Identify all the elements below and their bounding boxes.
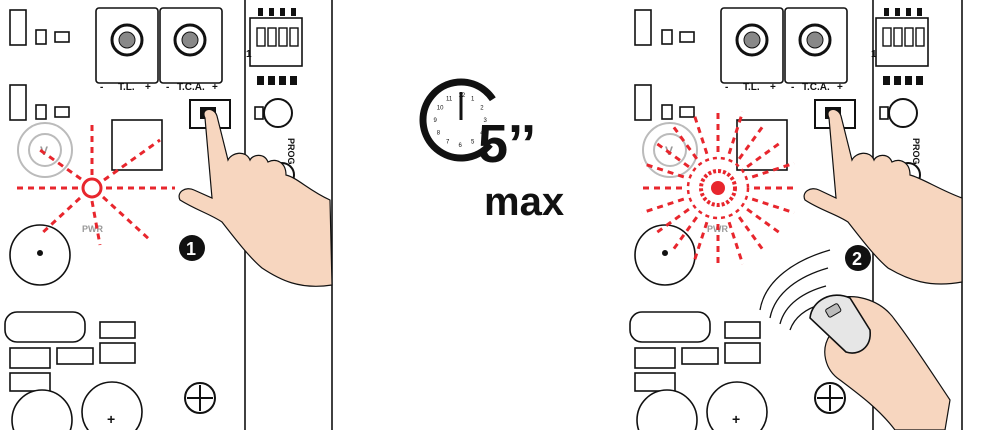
component-block [635, 85, 651, 120]
led-blinking [83, 179, 101, 197]
capacitor [5, 312, 85, 342]
component-block [635, 10, 651, 45]
hand-pressing [804, 109, 962, 284]
component-block [725, 343, 760, 363]
buzzer-hole [37, 250, 43, 256]
prog-button-round [889, 99, 917, 127]
component-block [57, 348, 93, 364]
component-block [10, 85, 26, 120]
component-block [100, 343, 135, 363]
battery-plus: + [732, 411, 740, 427]
capacitor [630, 312, 710, 342]
clock-number: 11 [446, 96, 453, 102]
component-block [55, 32, 69, 42]
dip-switch-label: 1 [871, 49, 877, 60]
led-light-ray [729, 222, 743, 264]
component-block [10, 10, 26, 45]
component-block [100, 322, 135, 338]
component-block [662, 30, 672, 44]
trimmer-tl-plus: + [770, 82, 776, 93]
battery [637, 390, 697, 430]
trimmer-tl-label: T.L. [118, 82, 135, 93]
component-block [880, 107, 888, 119]
led-light-ray [739, 217, 765, 253]
component-block [680, 107, 694, 117]
trimmer-tl-minus: - [725, 82, 728, 93]
trimmer-tca-label: T.C.A. [177, 82, 205, 93]
component-block [662, 105, 672, 119]
trimmer-tca-core [807, 32, 823, 48]
trimmer-tl-plus: + [145, 82, 151, 93]
led-light-ray [747, 209, 783, 235]
relay-block [112, 120, 162, 170]
led-light-ray [693, 222, 707, 264]
component-block [635, 348, 675, 368]
trimmer-tl-core [119, 32, 135, 48]
step-number: 2 [852, 249, 862, 269]
component-block [36, 30, 46, 44]
prog-label: PROG [911, 138, 921, 165]
buzzer-hole [662, 250, 668, 256]
led-light-ray [739, 123, 765, 159]
trimmer-tca-plus: + [212, 82, 218, 93]
led-light-ray [752, 199, 794, 213]
led-light-ray [729, 112, 743, 154]
trimmer-tl-label: T.L. [743, 82, 760, 93]
battery-plus: + [107, 411, 115, 427]
panel-1: - T.L. + - T.C.A. + 1 PROG V PWR [5, 0, 332, 430]
prog-button-round [264, 99, 292, 127]
trimmer-tca-core [182, 32, 198, 48]
trimmer-tca-label: T.C.A. [802, 82, 830, 93]
clock-number: 12 [459, 93, 466, 99]
component-block [36, 105, 46, 119]
clock-number: 10 [437, 106, 444, 112]
dip-switch-levers [257, 28, 298, 46]
component-block [10, 348, 50, 368]
prog-label: PROG [286, 138, 296, 165]
trimmer-tl-minus: - [100, 82, 103, 93]
trimmer-tl-core [744, 32, 760, 48]
component-block [255, 107, 263, 119]
timer-unit: max [484, 180, 564, 224]
trimmer-tca-minus: - [166, 82, 169, 93]
component-block [682, 348, 718, 364]
component-block [10, 373, 50, 391]
trimmer-tca-plus: + [837, 82, 843, 93]
component-block [635, 373, 675, 391]
component-block [680, 32, 694, 42]
battery [12, 390, 72, 430]
dip-switch-label: 1 [246, 49, 252, 60]
dip-switch-levers [883, 28, 924, 46]
panel-2: - T.L. + - T.C.A. + 1 PROG V PWR [630, 0, 962, 430]
hand-pressing [179, 109, 332, 286]
timer-value: 5’’ [478, 114, 536, 174]
led-light-ray [642, 199, 684, 213]
step-number: 1 [186, 239, 196, 259]
component-block [55, 107, 69, 117]
trimmer-tca-minus: - [791, 82, 794, 93]
component-block [725, 322, 760, 338]
led-light-ray [747, 141, 783, 167]
pwr-label: PWR [82, 224, 103, 234]
